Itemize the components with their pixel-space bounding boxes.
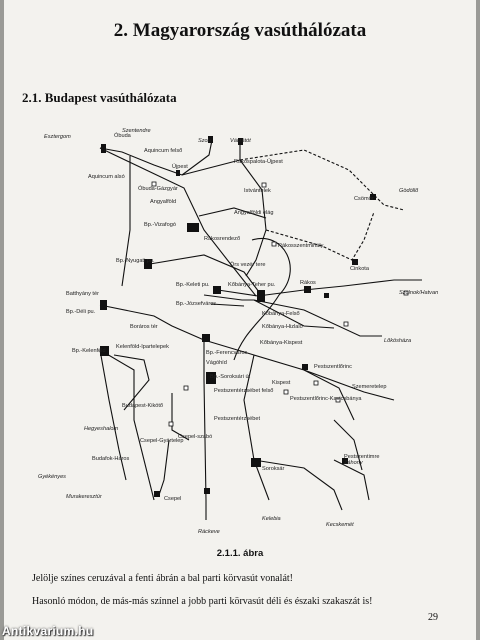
station-csepel: Csepel <box>164 496 181 502</box>
stop-markers <box>151 181 409 427</box>
direction-godollo: Gödöllő <box>399 188 419 194</box>
station-angyalfold: Angyalföld <box>150 199 176 205</box>
instruction-paragraph-1: Jelölje színes ceruzával a fenti ábrán a… <box>32 573 293 584</box>
station-kobanya-kispest: Kőbánya-Kispest <box>260 340 303 346</box>
station-csepel-szabo: Csepel-szabó <box>178 434 212 440</box>
railway-network-diagram: Esztergom Szentendre Szob Vácrátót Gödöl… <box>38 128 438 535</box>
station-ferencvaros: Bp.-Ferencváros <box>206 350 248 356</box>
station-ors-vezer-tere: Örs vezér tere <box>230 261 265 268</box>
book-page: ​ 2. Magyarország vasúthálózata 2.1. Bud… <box>4 0 476 640</box>
direction-kecskemet: Kecskemét <box>326 522 354 528</box>
station-aquincum-felso: Aquincum felső <box>144 148 182 154</box>
station-vagohid: Vágóhíd <box>206 360 227 366</box>
station-cinkota: Cinkota <box>350 266 370 272</box>
station-pestszentimre: Pestszentimre <box>344 454 379 460</box>
direction-szob: Szob <box>198 138 211 144</box>
station-pestszenterzsebet-felso: Pestszentérzsébet felső <box>214 388 273 394</box>
station-csepel-gyartelep: Csepel-Gyártelep <box>140 438 184 444</box>
direction-rackeve: Ráckeve <box>198 529 220 535</box>
direction-szentendre: Szentendre <box>122 128 151 134</box>
direction-szolnok-hatvan: Szolnok/Hatvan <box>399 290 438 296</box>
station-csomor: Csömör <box>354 196 374 202</box>
station-kikoto: Budapest-Kikötő <box>122 403 163 409</box>
station-rakosrendezo: Rákosrendező <box>204 236 240 242</box>
station-batthyany-ter: Batthyány tér <box>66 291 99 297</box>
station-soroksari-ut: Bp.-Soroksári út <box>210 374 251 380</box>
station-kobanya-teher: Kőbánya-Teher pu. <box>228 282 276 288</box>
station-pestszentlorinc: Pestszentlőrinc <box>314 364 352 370</box>
station-labels: Óbuda Aquincum felső Rákospalota-Újpest … <box>66 132 387 502</box>
station-deli: Bp.-Déli pu. <box>66 309 96 315</box>
direction-hegyeshalom: Hegyeshalom <box>84 426 119 432</box>
section-title: 2.1. Budapest vasúthálózata <box>22 90 177 105</box>
station-kelenfold-ipartelepek: Kelenföld-Ipartelepek <box>116 344 169 350</box>
figure-caption: 2.1.1. ábra <box>216 548 264 559</box>
station-pestszenterzsebet: Pestszentérzsébet <box>214 416 260 422</box>
chapter-title: 2. Magyarország vasúthálózata <box>113 20 367 41</box>
station-istvantelek: Istvántelek <box>244 188 271 194</box>
station-kispest: Kispest <box>272 380 291 386</box>
direction-lokoshaza: Lőkösháza <box>384 338 411 344</box>
watermark: Antikvarium.hu <box>2 624 94 638</box>
station-nyugati: Bp.-Nyugati pu. <box>116 258 155 264</box>
station-rakosszentmihaly: Rákosszentmihály <box>278 243 324 249</box>
railway-lines <box>99 139 422 520</box>
station-szemeretelep: Szemeretelep <box>352 384 387 390</box>
direction-esztergom: Esztergom <box>44 134 71 140</box>
station-keleti: Bp.-Keleti pu. <box>176 282 210 288</box>
instruction-paragraph-2: Hasonló módon, de más-más színnel a jobb… <box>32 596 373 607</box>
direction-zahony: Záhony <box>343 460 364 466</box>
direction-labels: Esztergom Szentendre Szob Vácrátót Gödöl… <box>38 128 438 535</box>
station-angyalfoldi-elag: Angyalföldi elág <box>234 210 274 216</box>
page-number: 29 <box>428 612 438 623</box>
direction-gyekenyes: Gyékényes <box>38 474 66 480</box>
station-budafok-haros: Budafok-Háros <box>92 456 130 462</box>
station-jozsefvaros: Bp.-Józsefváros <box>176 301 216 307</box>
station-rakospalota-ujpest: Rákospalota-Újpest <box>234 158 283 165</box>
direction-murakeresztur: Murakeresztúr <box>66 494 103 500</box>
station-markers <box>100 136 376 497</box>
station-ujpest: Újpest <box>172 163 188 170</box>
direction-vacratot: Vácrátót <box>230 138 251 144</box>
station-kelenfold: Bp.-Kelenföld <box>72 348 106 354</box>
station-soroksar: Soroksár <box>262 466 285 472</box>
station-obuda-gazgyar: Óbuda-Gázgyár <box>138 185 178 192</box>
station-obuda: Óbuda <box>114 132 132 139</box>
station-rakos: Rákos <box>300 280 316 286</box>
station-kavicsbanya: Pestszentlőrinc-Kavicsbánya <box>290 396 362 402</box>
station-kobanya-hizlalo: Kőbánya-Hizlaló <box>262 324 303 330</box>
station-kobanya-felso: Kőbánya-Felső <box>262 311 300 317</box>
station-aquincum-also: Aquincum alsó <box>88 174 125 180</box>
direction-kelebia: Kelebia <box>262 516 281 522</box>
station-vizafogo: Bp.-Vizafogó <box>144 222 176 228</box>
station-boraros-ter: Boráros tér <box>130 324 158 330</box>
